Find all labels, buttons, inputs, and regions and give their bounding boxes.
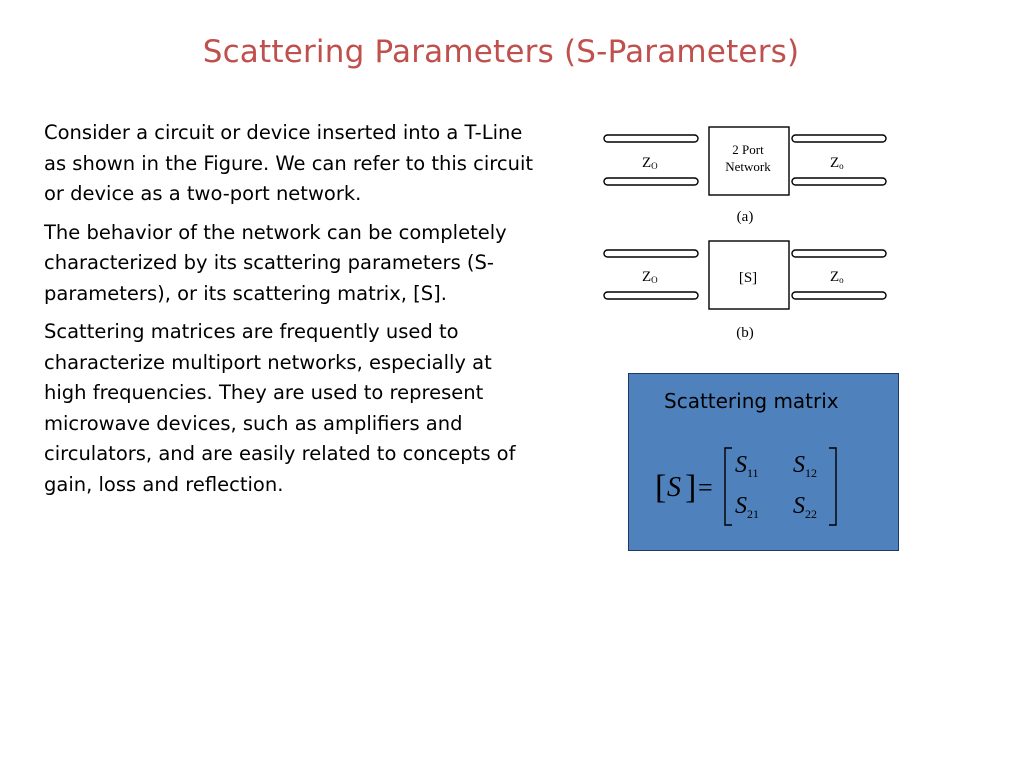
impedance-right-a-sub: o (839, 161, 844, 171)
right-line-top-a (791, 134, 887, 143)
paragraph-network-behavior: The behavior of the network can be compl… (44, 220, 507, 305)
left-line-bottom-b (603, 291, 699, 300)
lhs-open-bracket: [ (655, 469, 666, 506)
box-a-line2: Network (725, 159, 771, 174)
element-s12-sub: 12 (805, 466, 817, 480)
left-line-bottom-a (603, 177, 699, 186)
element-s12-main: S (793, 452, 805, 478)
left-line-top-b (603, 249, 699, 258)
element-s22-sub: 22 (805, 507, 817, 521)
right-line-bottom-a (791, 177, 887, 186)
impedance-left-a: ZO (642, 155, 658, 171)
matrix-right-bracket (829, 447, 837, 526)
element-s22: S22 (793, 493, 817, 521)
caption-b: (b) (736, 325, 754, 341)
element-s11-sub: 11 (747, 466, 759, 480)
element-s21-sub: 21 (747, 507, 759, 521)
lhs-close-bracket: ] (685, 469, 696, 506)
paragraph-scattering-use: Scattering matrices are frequently used … (44, 320, 516, 496)
element-s11: S11 (735, 452, 759, 480)
impedance-left-a-main: Z (642, 155, 651, 171)
body-text: Consider a circuit or device inserted in… (44, 118, 534, 508)
scattering-matrix-equation: [ S ] = S11 S12 S21 S22 (655, 447, 837, 526)
figure-a (603, 126, 887, 196)
matrix-left-bracket (724, 447, 732, 526)
right-line-top-b (791, 249, 887, 258)
element-s12: S12 (793, 452, 817, 480)
impedance-right-b-sub: o (839, 275, 844, 285)
box-a-line1: 2 Port (732, 142, 764, 157)
impedance-left-b-main: Z (642, 269, 651, 285)
impedance-left-b: ZO (642, 269, 658, 285)
scattering-matrix-label: Scattering matrix (664, 389, 839, 413)
scattering-matrix-box (628, 373, 899, 551)
impedance-right-b-main: Z (830, 269, 839, 285)
caption-a: (a) (737, 209, 754, 225)
element-s21: S21 (735, 493, 759, 521)
slide-title: Scattering Parameters (S-Parameters) (202, 34, 800, 70)
left-line-top-a (603, 134, 699, 143)
equals-sign: = (698, 473, 713, 502)
lhs-symbol: S (667, 472, 681, 503)
element-s22-main: S (793, 493, 805, 519)
two-port-figure: 2 Port Network ZO Zo (a) [S] ZO Zo (b) (603, 126, 887, 341)
network-box-a (708, 126, 790, 196)
element-s21-main: S (735, 493, 747, 519)
figure-b (603, 240, 887, 310)
impedance-right-a-main: Z (830, 155, 839, 171)
impedance-right-a: Zo (830, 155, 844, 171)
impedance-right-b: Zo (830, 269, 844, 285)
element-s11-main: S (735, 452, 747, 478)
box-b-label: [S] (739, 270, 757, 286)
network-box-b (708, 240, 790, 310)
paragraph-two-port-intro: Consider a circuit or device inserted in… (44, 121, 534, 205)
impedance-left-b-sub: O (651, 275, 658, 285)
impedance-left-a-sub: O (651, 161, 658, 171)
right-line-bottom-b (791, 291, 887, 300)
